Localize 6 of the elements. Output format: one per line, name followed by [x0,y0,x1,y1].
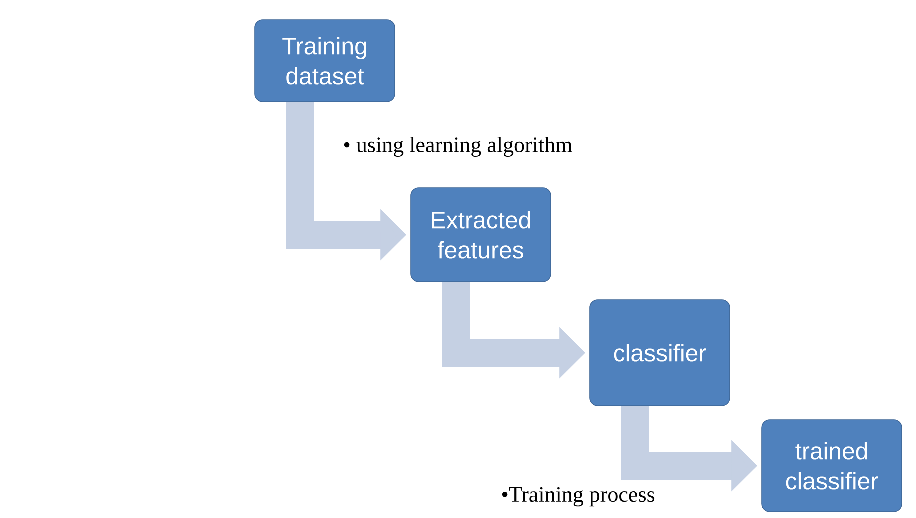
process-box: Training dataset [254,20,396,102]
bullet-text: •Training process [502,487,655,507]
bullet-text: • using learning algorithm [344,137,572,157]
process-box: Extracted features [410,188,552,282]
process-box: trained classifier [762,420,902,512]
process-box: classifier [590,300,730,406]
